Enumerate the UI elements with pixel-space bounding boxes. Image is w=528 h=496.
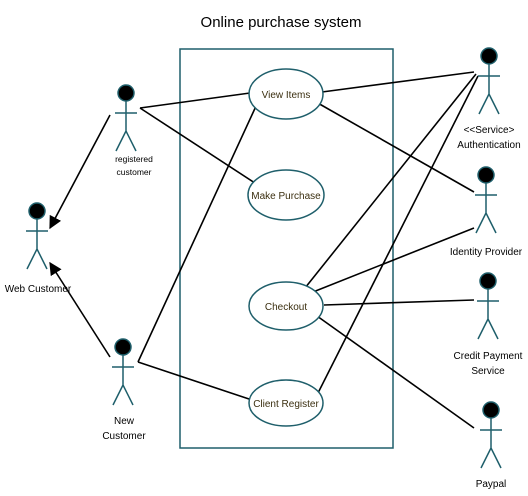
assoc-checkout-paypal xyxy=(316,315,475,429)
use-case-label: Make Purchase xyxy=(251,191,321,202)
actor-authentication[interactable]: <<Service> Authentication xyxy=(457,47,521,151)
actor-label: Credit Payment xyxy=(454,351,523,362)
actor-head xyxy=(482,401,500,419)
assoc-view-items-identity xyxy=(315,101,475,193)
use-case-checkout[interactable]: Checkout xyxy=(248,281,324,331)
associations xyxy=(137,71,479,429)
actor-stick-figure xyxy=(475,183,497,234)
actor-label: Web Customer xyxy=(5,284,72,295)
actor-label: registered xyxy=(115,154,153,164)
use-case-view-items[interactable]: View Items xyxy=(248,68,324,120)
diagram-title: Online purchase system xyxy=(201,14,362,31)
assoc-registered-make-purchase xyxy=(139,107,259,186)
actor-head xyxy=(480,47,498,65)
use-case-make-purchase[interactable]: Make Purchase xyxy=(247,169,325,221)
assoc-register-authentication xyxy=(317,75,479,394)
actor-label: <<Service> xyxy=(464,125,515,136)
assoc-checkout-authentication xyxy=(304,73,477,289)
actor-label: New xyxy=(114,416,135,427)
actor-label: customer xyxy=(117,167,152,177)
assoc-checkout-credit xyxy=(323,299,475,306)
use-case-label: Client Register xyxy=(253,399,319,410)
actor-web-customer[interactable]: Web Customer xyxy=(5,202,72,295)
assoc-new-view-items xyxy=(137,103,258,363)
actor-stick-figure xyxy=(115,101,137,152)
generalization-registered-web xyxy=(49,114,111,230)
actor-head xyxy=(28,202,46,220)
actor-stick-figure xyxy=(478,64,500,115)
use-case-client-register[interactable]: Client Register xyxy=(248,379,324,427)
actor-head xyxy=(114,338,132,356)
actor-stick-figure xyxy=(477,289,499,340)
actor-stick-figure xyxy=(480,418,502,469)
actor-head xyxy=(117,84,135,102)
actor-head xyxy=(479,272,497,290)
actor-stick-figure xyxy=(112,355,134,406)
use-case-label: Checkout xyxy=(265,302,307,313)
generalizations xyxy=(49,114,111,358)
actor-label: Authentication xyxy=(457,140,520,151)
assoc-view-items-authentication xyxy=(321,71,475,93)
actor-head xyxy=(477,166,495,184)
actor-identity-provider[interactable]: Identity Provider xyxy=(450,166,523,258)
assoc-checkout-identity xyxy=(312,227,475,293)
actor-label: Paypal xyxy=(476,479,507,490)
actor-paypal[interactable]: Paypal xyxy=(476,401,507,490)
system-boundary xyxy=(179,48,394,449)
assoc-registered-view-items xyxy=(139,92,251,109)
actor-label: Service xyxy=(471,366,505,377)
actor-registered-customer[interactable]: registered customer xyxy=(115,84,153,177)
use-case-label: View Items xyxy=(262,90,311,101)
generalization-new-web xyxy=(49,261,111,358)
actor-label: Identity Provider xyxy=(450,247,523,258)
actor-stick-figure xyxy=(26,219,48,270)
actor-label: Customer xyxy=(102,431,146,442)
assoc-new-client-register xyxy=(137,361,253,401)
